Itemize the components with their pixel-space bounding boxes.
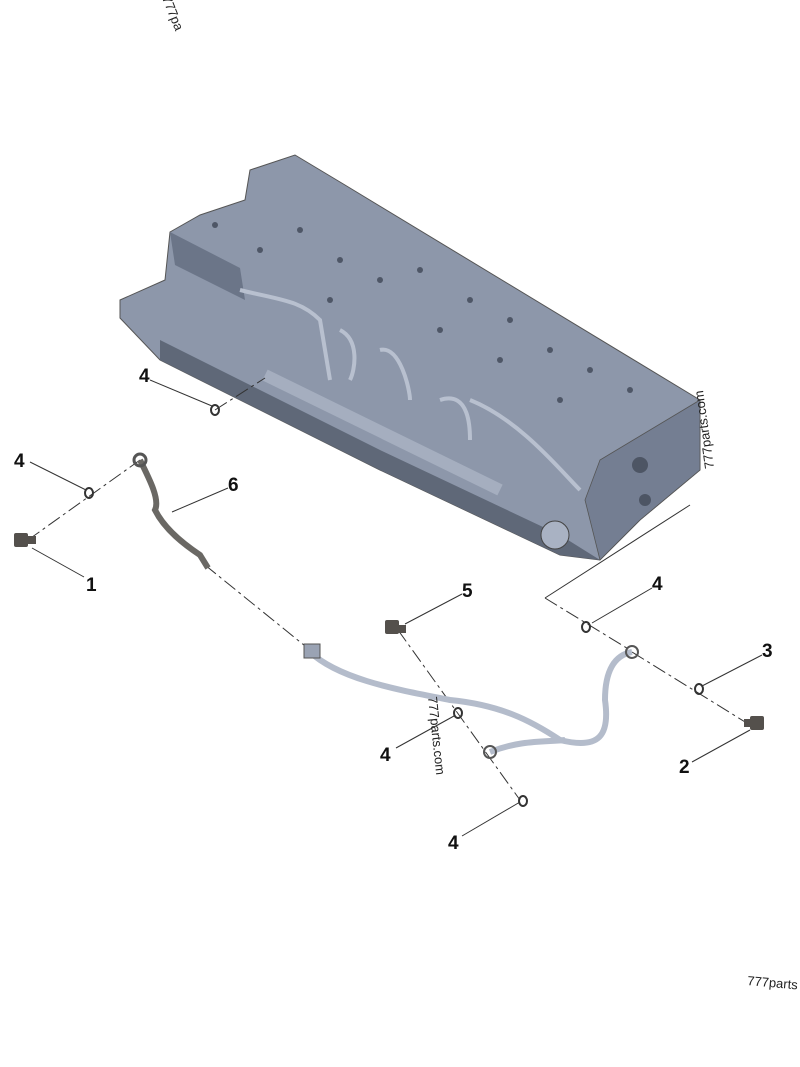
callout-4: 4 [448,833,459,854]
watermark: 777parts.com [425,696,448,776]
callout-2: 2 [679,757,690,778]
callout-3: 3 [762,641,773,662]
leader-lines [27,377,763,837]
fuel-pipe-6 [132,452,211,570]
callout-1: 1 [86,575,97,596]
watermark: 777pa [159,0,187,33]
callout-4: 4 [652,574,663,595]
callout-4: 4 [380,745,391,766]
callout-6: 6 [228,475,239,496]
callout-4: 4 [14,451,25,472]
fuel-return-pipe [303,643,639,759]
callout-5: 5 [462,581,473,602]
bolts [14,533,764,730]
callout-4: 4 [139,366,150,387]
o-rings [84,404,704,807]
watermark: 777parts [747,973,799,992]
cylinder-head [119,154,701,561]
callouts: 4 4 1 6 5 4 3 2 4 4 [14,366,773,854]
